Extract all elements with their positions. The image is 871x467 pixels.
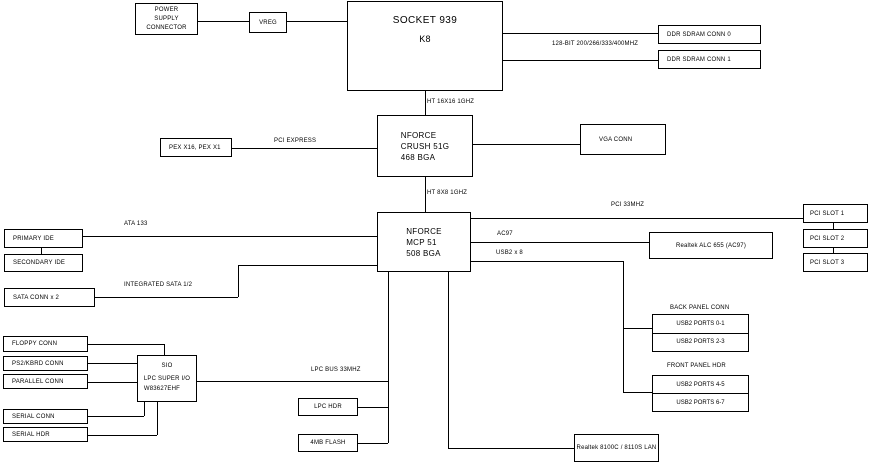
node-pex-slots: PEX X16, PEX X1 bbox=[160, 138, 232, 157]
node-floppy-conn: FLOPPY CONN bbox=[3, 336, 88, 352]
wire-parallel-sio bbox=[88, 382, 137, 383]
wire-crush-vga bbox=[473, 144, 580, 145]
wire-lpc-hdr-bus bbox=[358, 407, 388, 408]
wire-ide-mcp bbox=[83, 236, 377, 237]
front-panel-hdr-label: FRONT PANEL HDR bbox=[667, 363, 726, 369]
node-power-supply-connector: POWER SUPPLY CONNECTOR bbox=[135, 3, 198, 35]
wire-sio-lpc-bus bbox=[197, 381, 388, 382]
mcp-label: NFORCE MCP 51 508 BGA bbox=[406, 226, 442, 258]
wire-socket-ddr1 bbox=[503, 60, 658, 61]
usb-ports-0-1: USB2 PORTS 0-1 bbox=[653, 315, 748, 334]
wire-mcp-alc bbox=[471, 242, 649, 243]
socket-title: SOCKET 939 bbox=[392, 15, 458, 26]
node-realtek-lan: Realtek 8100C / 8110S LAN bbox=[574, 434, 659, 462]
node-secondary-ide: SECONDARY IDE bbox=[4, 254, 83, 272]
wire-sata-jog bbox=[95, 297, 238, 298]
sio-subtitle: LPC SUPER I/O W83627EHF bbox=[143, 376, 191, 392]
bus-label-pci-33mhz: PCI 33MHZ bbox=[611, 202, 645, 208]
wire-floppy-sio-drop bbox=[164, 344, 165, 355]
wire-floppy-sio bbox=[88, 344, 164, 345]
wire-sata-riser bbox=[238, 265, 239, 297]
wire-pci2-pci3 bbox=[833, 248, 834, 253]
node-back-panel-usb: USB2 PORTS 0-1 USB2 PORTS 2-3 bbox=[652, 314, 749, 352]
node-pci-slot-3: PCI SLOT 3 bbox=[803, 253, 868, 272]
node-pci-slot-1: PCI SLOT 1 bbox=[803, 204, 868, 223]
bus-label-sata: INTEGRATED SATA 1/2 bbox=[124, 282, 193, 288]
node-serial-conn: SERIAL CONN bbox=[3, 409, 88, 424]
node-front-panel-usb: USB2 PORTS 4-5 USB2 PORTS 6-7 bbox=[652, 375, 749, 412]
usb-ports-4-5: USB2 PORTS 4-5 bbox=[653, 376, 748, 394]
wire-usb-riser bbox=[623, 261, 624, 392]
node-ddr-sdram-conn-0: DDR SDRAM CONN 0 bbox=[658, 25, 761, 44]
bus-label-ac97: AC97 bbox=[497, 231, 513, 237]
crush-label: NFORCE CRUSH 51G 468 BGA bbox=[400, 130, 450, 162]
wire-psu-vreg bbox=[198, 21, 249, 22]
wire-crush-mcp bbox=[425, 177, 426, 212]
usb-ports-6-7: USB2 PORTS 6-7 bbox=[676, 399, 725, 406]
wire-pci1-pci2 bbox=[833, 223, 834, 229]
node-ps2-kbrd-conn: PS2/KBRD CONN bbox=[3, 356, 88, 371]
wire-sata-mcp bbox=[238, 265, 377, 266]
sio-title: SIO bbox=[161, 363, 173, 369]
node-4mb-flash: 4MB FLASH bbox=[298, 434, 358, 452]
node-lpc-hdr: LPC HDR bbox=[298, 398, 358, 416]
node-serial-hdr: SERIAL HDR bbox=[3, 427, 88, 442]
wire-serial-hdr-riser bbox=[157, 402, 158, 435]
bus-label-ht-16x16: HT 16X16 1GHZ bbox=[427, 99, 475, 105]
node-vga-conn: VGA CONN bbox=[580, 124, 666, 155]
wire-pex-crush bbox=[232, 148, 377, 149]
wire-primary-secondary-ide bbox=[41, 248, 42, 254]
bus-label-memory: 128-BIT 200/266/333/400MHZ bbox=[552, 41, 639, 47]
node-realtek-alc655: Realtek ALC 655 (AC97) bbox=[649, 232, 773, 259]
wire-socket-ddr0 bbox=[503, 33, 658, 34]
bus-label-lpc-bus: LPC BUS 33MHZ bbox=[311, 367, 361, 373]
bus-label-ht-8x8: HT 8X8 1GHZ bbox=[427, 190, 468, 196]
node-pci-slot-2: PCI SLOT 2 bbox=[803, 229, 868, 248]
back-panel-conn-label: BACK PANEL CONN bbox=[670, 305, 730, 311]
bus-label-pci-express: PCI EXPRESS bbox=[274, 138, 317, 144]
wire-serial-conn-riser bbox=[144, 402, 145, 416]
wire-socket-crush bbox=[425, 91, 426, 115]
node-parallel-conn: PARALLEL CONN bbox=[3, 374, 88, 389]
wire-vreg-socket bbox=[287, 21, 347, 22]
socket-subtitle: K8 bbox=[419, 34, 431, 44]
node-socket-939: SOCKET 939 K8 bbox=[347, 1, 503, 91]
wire-mcp-usb-riser bbox=[471, 261, 623, 262]
wire-serial-hdr-sio bbox=[88, 435, 157, 436]
node-primary-ide: PRIMARY IDE bbox=[4, 229, 83, 248]
wire-ps2-sio bbox=[88, 363, 137, 364]
node-nforce-mcp-51: NFORCE MCP 51 508 BGA bbox=[377, 212, 471, 272]
wire-mcp-lan-riser bbox=[448, 272, 449, 448]
wire-flash-bus bbox=[358, 443, 388, 444]
node-ddr-sdram-conn-1: DDR SDRAM CONN 1 bbox=[658, 50, 761, 69]
node-vreg: VREG bbox=[249, 12, 287, 33]
bus-label-ata-133: ATA 133 bbox=[124, 221, 148, 227]
wire-mcp-pci-slots bbox=[471, 218, 803, 219]
wire-usb-front-panel bbox=[623, 392, 652, 393]
wire-lan bbox=[448, 448, 574, 449]
wire-serial-conn-sio bbox=[88, 416, 144, 417]
node-nforce-crush-51g: NFORCE CRUSH 51G 468 BGA bbox=[377, 115, 473, 177]
usb-ports-2-3: USB2 PORTS 2-3 bbox=[676, 339, 725, 346]
node-sata-conn: SATA CONN x 2 bbox=[4, 288, 95, 307]
wire-lpc-bus-riser bbox=[388, 272, 389, 443]
node-super-io: SIO LPC SUPER I/O W83627EHF bbox=[137, 355, 197, 402]
wire-usb-back-panel bbox=[623, 328, 652, 329]
bus-label-usb2-x8: USB2 x 8 bbox=[496, 250, 523, 256]
